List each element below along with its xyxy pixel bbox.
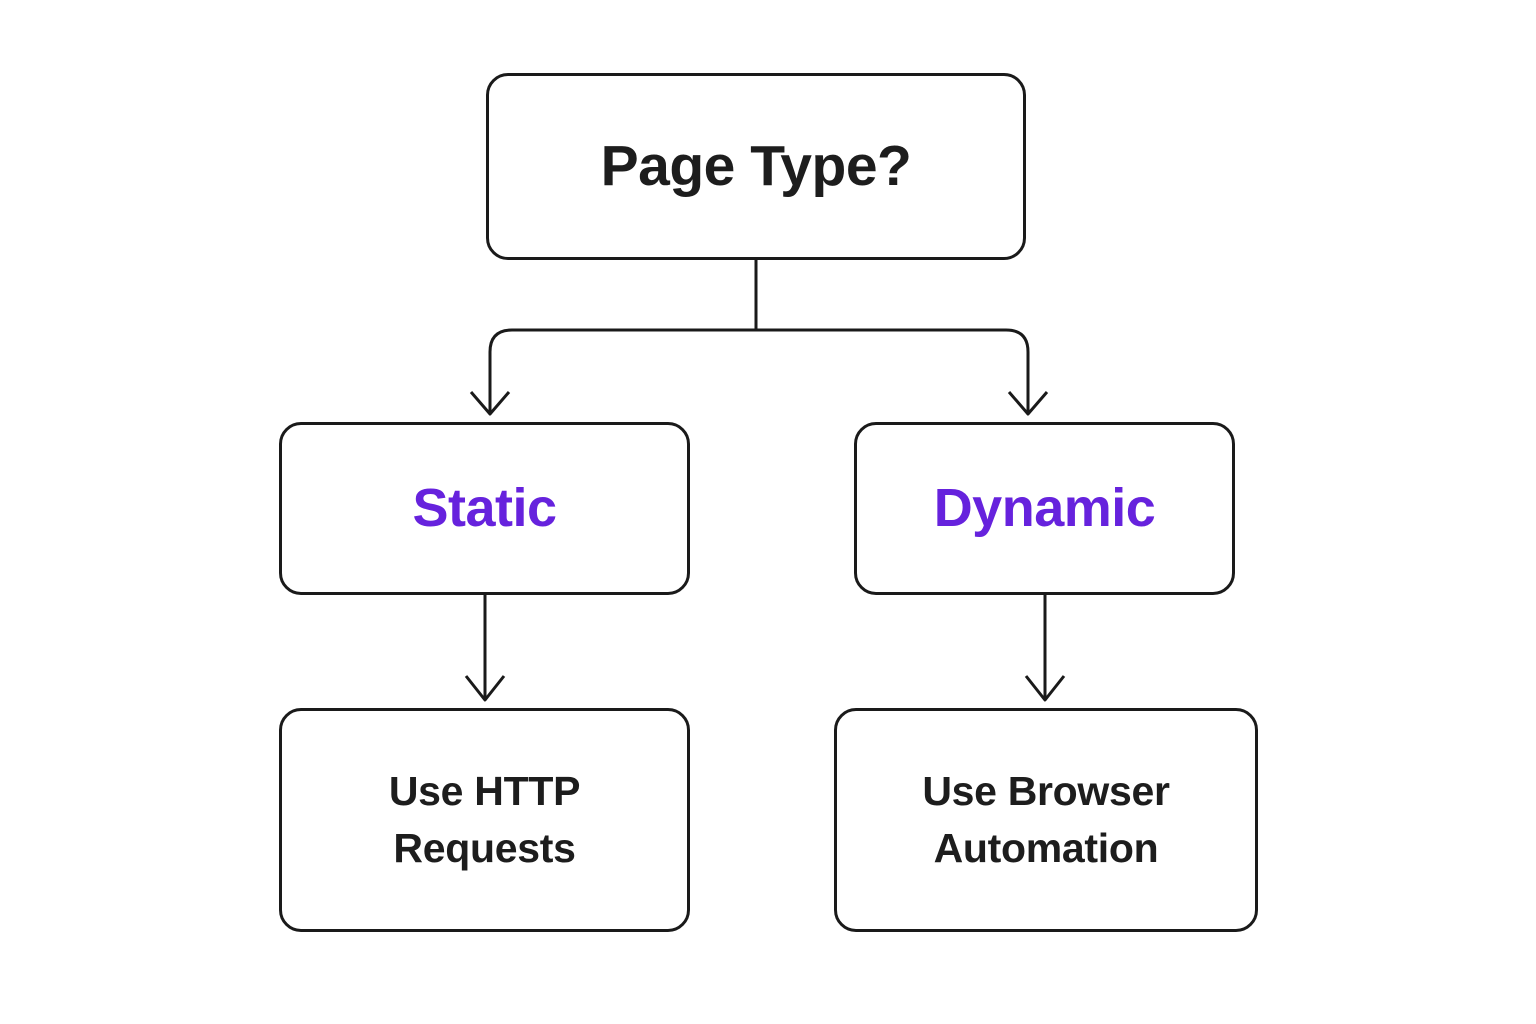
arrowhead-into-dynamic <box>1007 391 1049 416</box>
edge-root-to-static-path <box>488 328 756 412</box>
node-use-browser-automation[interactable]: Use Browser Automation <box>834 708 1258 932</box>
edge-root-to-dynamic-path <box>756 328 1030 412</box>
arrowhead-into-browser <box>1024 675 1066 702</box>
node-page-type-label: Page Type? <box>600 133 912 198</box>
node-use-http-requests[interactable]: Use HTTP Requests <box>279 708 690 932</box>
arrowhead-into-http <box>464 675 506 702</box>
node-static[interactable]: Static <box>279 422 690 595</box>
node-static-label: Static <box>412 478 557 539</box>
node-dynamic[interactable]: Dynamic <box>854 422 1235 595</box>
node-use-http-requests-label: Use HTTP Requests <box>388 767 581 871</box>
arrowhead-into-static <box>469 391 511 416</box>
node-dynamic-label: Dynamic <box>933 478 1156 539</box>
node-use-browser-automation-label: Use Browser Automation <box>922 767 1170 871</box>
node-page-type[interactable]: Page Type? <box>486 73 1026 260</box>
